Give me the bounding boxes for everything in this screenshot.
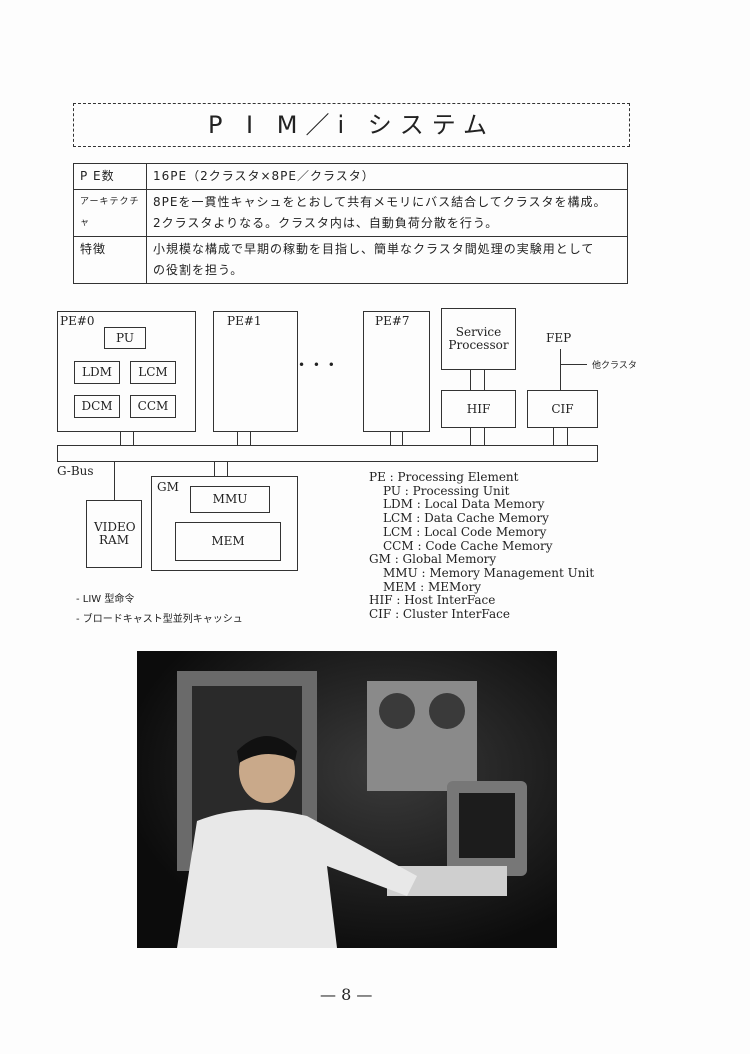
pe7-box	[363, 311, 430, 432]
connector	[120, 432, 121, 445]
row-key: P E数	[73, 163, 147, 190]
fep-line	[560, 349, 561, 390]
legend-item: GM : Global Memory	[369, 552, 497, 567]
pe0-label: PE#0	[60, 314, 95, 328]
cif-box: CIF	[527, 390, 598, 428]
row-key: 特徴	[73, 236, 147, 284]
mmu-label: MMU	[212, 492, 248, 506]
photo-illustration	[177, 671, 527, 948]
row-line: の役割を担う。	[153, 263, 244, 277]
g-bus	[57, 445, 598, 462]
video-ram-label: VIDEO RAM	[94, 520, 136, 547]
service-processor-box: Service Processor	[441, 308, 516, 370]
title-box: P I M／i システム	[73, 103, 630, 147]
legend-item: MMU : Memory Management Unit	[383, 565, 595, 580]
gm-label: GM	[157, 480, 179, 494]
connector	[214, 462, 215, 476]
fan-panel	[367, 681, 477, 791]
pe7-label: PE#7	[375, 314, 410, 328]
legend-item: HIF : Host InterFace	[369, 593, 496, 608]
table-row: アーキテクチャ 8PEを一貫性キャシュをとおして共有メモリにバス結合してクラスタ…	[73, 189, 628, 237]
row-value: 8PEを一貫性キャシュをとおして共有メモリにバス結合してクラスタを構成。 2クラス…	[146, 189, 628, 237]
person-shirt	[177, 809, 417, 948]
g-bus-label: G-Bus	[57, 464, 94, 478]
connector	[227, 462, 228, 476]
connector	[390, 432, 391, 445]
connector	[250, 432, 251, 445]
spec-table: P E数 16PE（2クラスタ×8PE／クラスタ） アーキテクチャ 8PEを一貫…	[73, 163, 628, 284]
connector	[402, 432, 403, 445]
legend-item: LCM : Local Code Memory	[383, 524, 547, 539]
service-processor-label: Service Processor	[448, 325, 509, 352]
mem-label: MEM	[211, 534, 245, 548]
ldm-box: LDM	[74, 361, 120, 384]
legend-item: PE : Processing Element	[369, 470, 519, 484]
ellipsis: • • •	[298, 358, 337, 372]
lcm-label: LCM	[138, 365, 168, 379]
connector	[133, 432, 134, 445]
monitor-screen	[459, 793, 515, 858]
other-cluster-label: 他クラスタ	[592, 361, 637, 371]
legend-item: CIF : Cluster InterFace	[369, 607, 510, 622]
system-photo	[137, 651, 557, 948]
mmu-box: MMU	[190, 486, 270, 513]
table-row: 特徴 小規模な構成で早期の稼動を目指し、簡単なクラスタ間処理の実験用としての役割…	[73, 236, 628, 284]
legend-item: CCM : Code Cache Memory	[383, 538, 553, 553]
row-line: 小規模な構成で早期の稼動を目指し、簡単なクラスタ間処理の実験用として	[153, 242, 595, 256]
gm-box	[151, 476, 298, 571]
connector	[114, 462, 115, 500]
ldm-label: LDM	[82, 365, 112, 379]
abbreviation-legend: PE : Processing Element PU : Processing …	[369, 470, 595, 622]
legend-item: MEM : MEMory	[383, 579, 482, 594]
mem-box: MEM	[175, 522, 281, 561]
ccm-label: CCM	[137, 399, 169, 413]
cif-label: CIF	[551, 401, 574, 416]
row-line: 16PE（2クラスタ×8PE／クラスタ）	[153, 169, 375, 183]
connector	[470, 428, 471, 445]
other-cluster-line	[561, 364, 587, 365]
connector	[484, 370, 485, 390]
dcm-box: DCM	[74, 395, 120, 418]
lcm-box: LCM	[130, 361, 176, 384]
pu-box: PU	[104, 327, 146, 349]
connector	[567, 428, 568, 445]
hif-label: HIF	[466, 401, 491, 416]
legend-item: PU : Processing Unit	[383, 483, 510, 498]
legend-item: LDM : Local Data Memory	[383, 497, 545, 512]
row-key: アーキテクチャ	[73, 189, 147, 237]
pe0-box	[57, 311, 196, 432]
row-value: 小規模な構成で早期の稼動を目指し、簡単なクラスタ間処理の実験用としての役割を担う…	[146, 236, 628, 284]
fep-label: FEP	[546, 331, 572, 345]
row-value: 16PE（2クラスタ×8PE／クラスタ）	[146, 163, 628, 190]
table-row: P E数 16PE（2クラスタ×8PE／クラスタ）	[73, 163, 628, 190]
connector	[237, 432, 238, 445]
video-ram-box: VIDEO RAM	[86, 500, 142, 568]
feature-notes: - LIW 型命令 - ブロードキャスト型並列キャッシュ	[76, 590, 243, 630]
page-title: P I M／i システム	[207, 110, 496, 139]
pe1-label: PE#1	[227, 314, 262, 328]
ccm-box: CCM	[130, 395, 176, 418]
pe1-box	[213, 311, 298, 432]
row-line: 2クラスタよりなる。クラスタ内は、自動負荷分散を行う。	[153, 216, 499, 230]
pu-label: PU	[116, 330, 134, 345]
note-item: - ブロードキャスト型並列キャッシュ	[76, 614, 243, 625]
dcm-label: DCM	[81, 399, 113, 413]
connector	[553, 428, 554, 445]
note-item: - LIW 型命令	[76, 594, 135, 605]
row-line: 8PEを一貫性キャシュをとおして共有メモリにバス結合してクラスタを構成。	[153, 195, 607, 209]
connector	[470, 370, 471, 390]
legend-item: LCM : Data Cache Memory	[383, 511, 549, 526]
connector	[484, 428, 485, 445]
page-number: — 8 —	[320, 985, 373, 1004]
hif-box: HIF	[441, 390, 516, 428]
